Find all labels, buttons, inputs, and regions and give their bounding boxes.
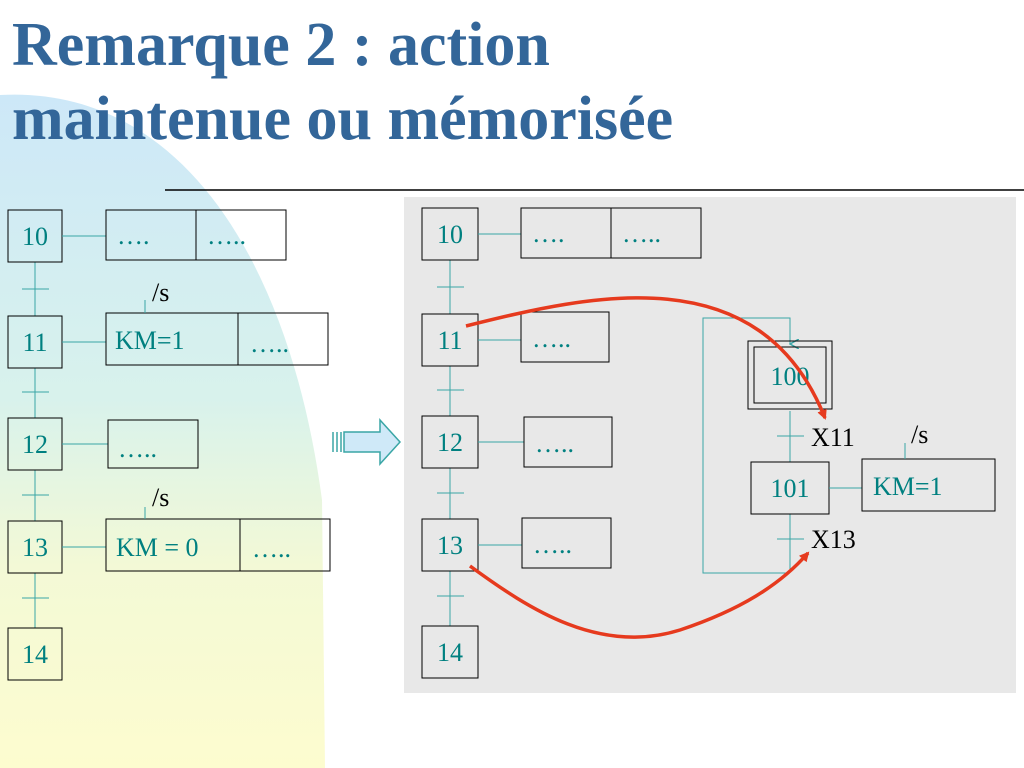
left-action-13-b: [239, 518, 331, 572]
left-qualifiers: /s /s: [152, 278, 169, 512]
right-step-label-10: 10: [437, 220, 463, 249]
aux-transition-label-x13: X13: [811, 525, 856, 554]
transform-arrow-icon: [332, 418, 402, 466]
left-step-label-12: 12: [22, 430, 48, 459]
right-step-label-14: 14: [437, 638, 463, 667]
background-shape: [0, 94, 325, 768]
right-action-11-a: [520, 311, 610, 363]
aux-transition-label-x11: X11: [811, 423, 855, 452]
left-qualifier-13: /s: [152, 483, 169, 512]
right-action-text-10-a: ….: [532, 219, 565, 248]
aux-step-100-inner: [753, 346, 827, 404]
right-step-label-11: 11: [437, 326, 462, 355]
left-grafcet: [7, 209, 331, 681]
left-qualifier-11: /s: [152, 278, 169, 307]
right-step-label-13: 13: [437, 531, 463, 560]
left-step-label-10: 10: [22, 222, 48, 251]
red-arrow-13-to-x13: [468, 551, 810, 639]
aux-step-label-101: 101: [771, 474, 810, 503]
red-arrow-11-to-x11: [465, 296, 827, 420]
left-action-text-10-b: …..: [207, 221, 246, 250]
left-action-text-11-a: KM=1: [115, 326, 185, 355]
title-line-1: Remarque 2 : action: [12, 11, 550, 79]
left-action-text-11-b: …..: [250, 329, 289, 358]
right-step-label-12: 12: [437, 428, 463, 457]
aux-step-100-outer: [747, 340, 833, 410]
right-action-text-10-b: …..: [622, 219, 661, 248]
right-action-text-12-a: …..: [535, 429, 574, 458]
left-grafcet-text: 10 11 12 13 14 …. ….. KM=1 ….. ….. KM = …: [22, 221, 291, 669]
aux-return-loop: [702, 317, 790, 574]
title-line-2: maintenue ou mémorisée: [12, 85, 674, 154]
left-action-text-12-a: …..: [118, 434, 157, 463]
left-action-text-10-a: ….: [117, 221, 150, 250]
left-action-10-b: [195, 209, 287, 261]
aux-labels: X11 X13 /s: [811, 420, 928, 554]
aux-qualifier: /s: [911, 420, 928, 449]
left-step-14: [7, 627, 63, 681]
right-grafcet: [421, 207, 996, 679]
left-action-11-b: [237, 312, 329, 366]
right-action-text-13-a: …..: [533, 530, 572, 559]
right-action-text-11-a: …..: [532, 324, 571, 353]
left-step-label-13: 13: [22, 533, 48, 562]
right-action-12-a: [523, 416, 613, 468]
left-step-label-11: 11: [22, 328, 47, 357]
aux-action-text-101: KM=1: [873, 472, 943, 501]
left-action-12-a: [107, 419, 199, 469]
aux-action-101: [861, 458, 996, 512]
left-action-text-13-a: KM = 0: [116, 533, 199, 562]
right-action-10-b: [610, 207, 702, 259]
left-step-label-14: 14: [22, 640, 48, 669]
page-title: Remarque 2 : action maintenue ou mémoris…: [12, 8, 673, 157]
right-panel: [404, 197, 1016, 693]
right-step-14: [421, 625, 479, 679]
right-action-13-a: [521, 517, 612, 569]
right-grafcet-text: 10 11 12 13 14 …. ….. ….. ….. ….. 100 10…: [437, 219, 943, 667]
left-action-text-13-b: …..: [252, 534, 291, 563]
